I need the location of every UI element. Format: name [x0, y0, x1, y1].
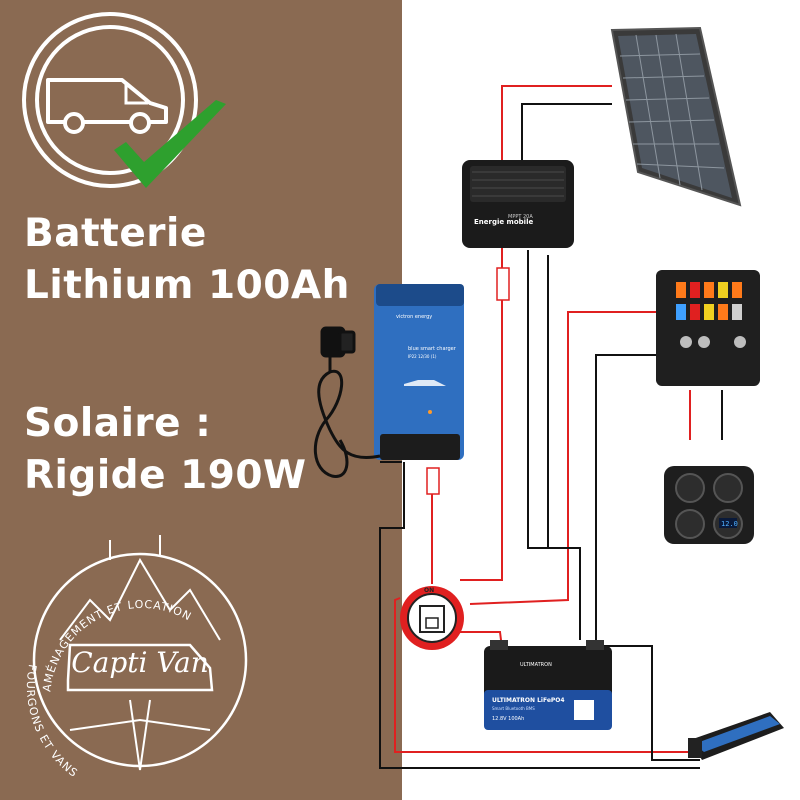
battery-heading: Batterie Lithium 100Ah	[24, 208, 350, 312]
charger-brand-text: victron energy	[396, 314, 432, 320]
inverter	[688, 712, 784, 760]
solar-heading-line1: Solaire :	[24, 401, 212, 446]
battery-heading-line1: Batterie	[24, 211, 207, 256]
negative-wires	[379, 103, 723, 769]
regulator-brand-text: Energie mobile	[474, 218, 533, 226]
battery-charger: victron energy blue smart charger IP22 1…	[374, 284, 464, 460]
logo-brand-text: Capti Van	[71, 646, 209, 679]
fuse-charger	[426, 467, 440, 495]
capti-van-logo-icon: Capti Van AMÉNAGEMENT ET LOCATION FOURGO…	[24, 535, 248, 780]
solar-heading-line2: Rigide 190W	[24, 453, 307, 498]
charger-power-cord	[313, 326, 381, 478]
battery-sub-text: Smart Bluetooth BMS	[492, 706, 535, 711]
regulator-model-text: MPPT 20A	[508, 214, 533, 220]
usb-voltage-display: 12.0	[721, 520, 738, 528]
battery-heading-line2: Lithium 100Ah	[24, 263, 350, 308]
charger-model-text: blue smart charger	[408, 346, 457, 352]
left-brown-panel	[0, 0, 402, 800]
battery-brand-text: ULTIMATRON	[520, 662, 552, 668]
solar-panel	[610, 26, 742, 207]
lithium-battery: ULTIMATRON ULTIMATRON LiFePO4 Smart Blue…	[484, 640, 612, 730]
usb-socket-panel: 12.0	[664, 466, 754, 544]
battery-model-text: ULTIMATRON LiFePO4	[492, 697, 565, 704]
check-icon	[114, 100, 226, 188]
battery-spec-text: 12.8V 100Ah	[492, 716, 524, 722]
battery-switch: ON	[400, 586, 464, 650]
solar-heading: Solaire : Rigide 190W	[24, 398, 307, 502]
charger-spec-text: IP22 12/30 (1)	[408, 354, 437, 359]
fuse-box	[656, 270, 760, 386]
fuse-regulator	[496, 267, 510, 301]
solar-regulator: Energie mobile MPPT 20A	[462, 160, 574, 248]
van-circle-icon	[22, 12, 198, 188]
switch-on-text: ON	[424, 587, 434, 594]
